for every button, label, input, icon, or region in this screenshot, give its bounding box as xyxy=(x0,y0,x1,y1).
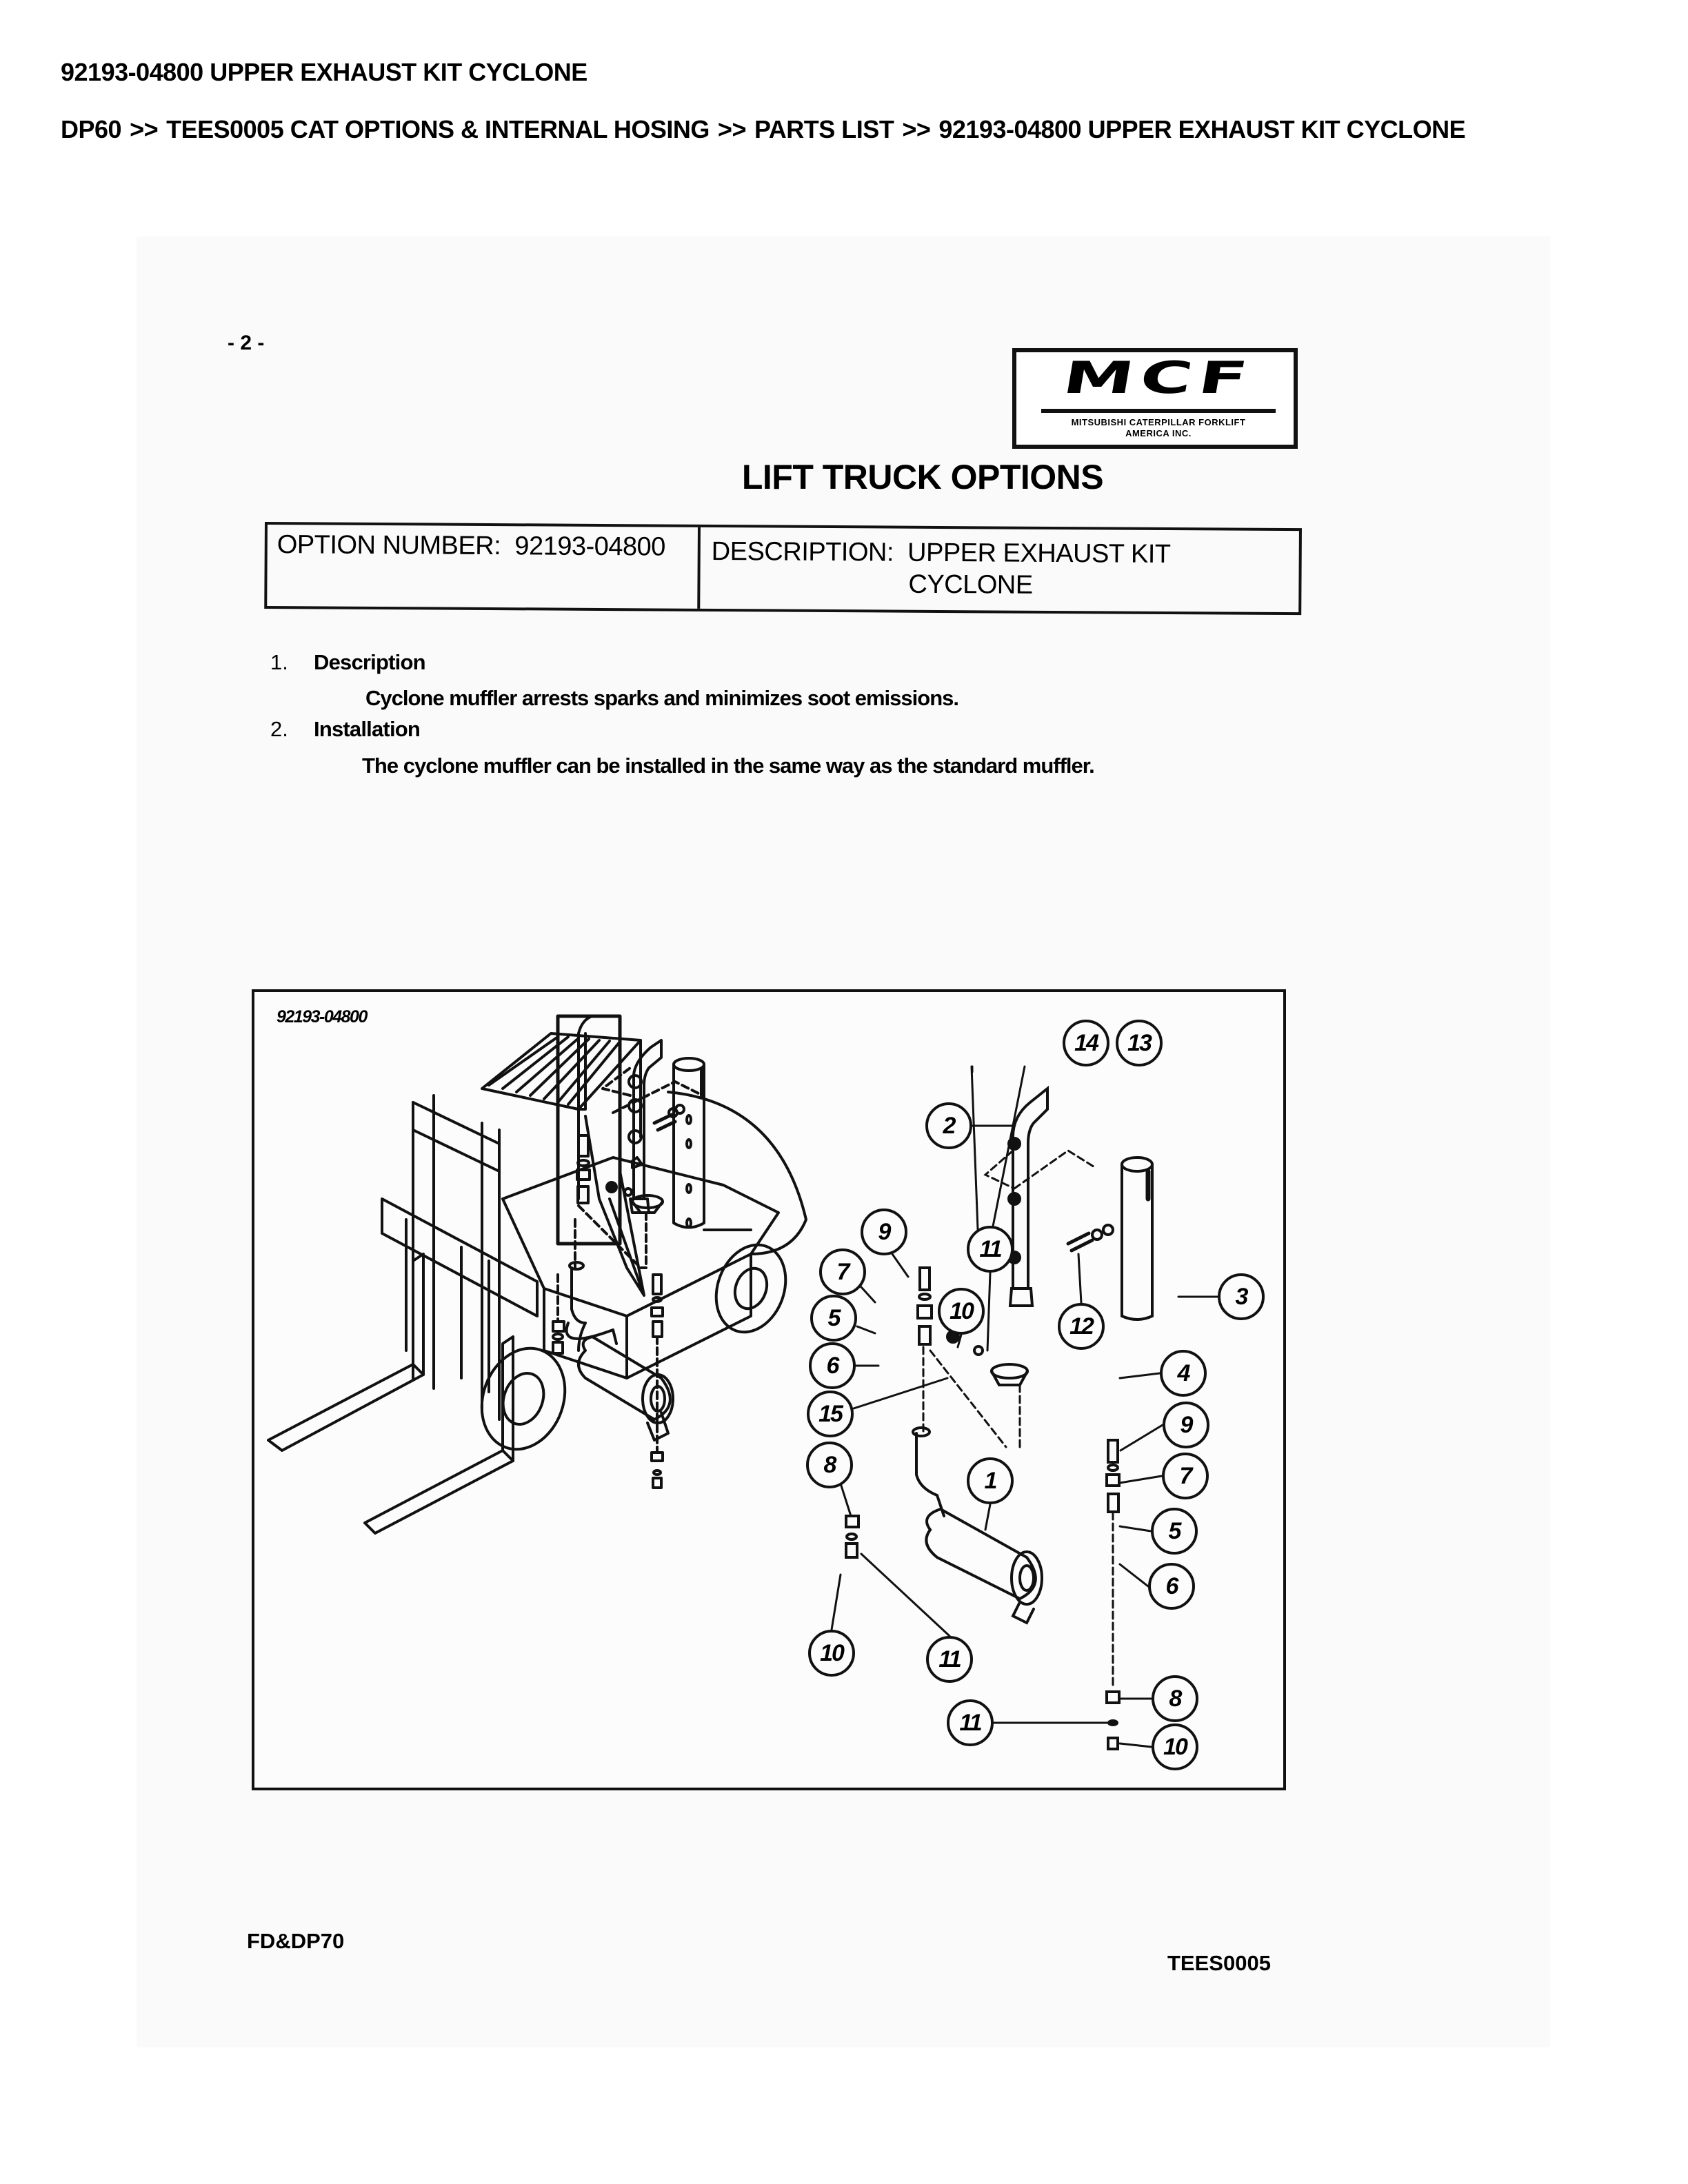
option-number-value: 92193-04800 xyxy=(514,532,666,562)
callout-3[interactable]: 3 xyxy=(1218,1273,1265,1320)
footer-model: FD&DP70 xyxy=(247,1929,345,1953)
callout-5[interactable]: 5 xyxy=(810,1295,857,1342)
logo-rule xyxy=(1041,409,1276,413)
section-number: 2. xyxy=(270,717,288,741)
callout-4[interactable]: 4 xyxy=(1160,1350,1207,1397)
page-title: 92193-04800 UPPER EXHAUST KIT CYCLONE xyxy=(61,58,587,86)
exploded-parts-detail xyxy=(845,1085,1154,1750)
cyclone-tube-part xyxy=(672,1057,752,1231)
description-value-line2: CYCLONE xyxy=(908,569,1033,600)
callout-9[interactable]: 9 xyxy=(1163,1402,1209,1448)
callout-6[interactable]: 6 xyxy=(1148,1563,1195,1610)
callout-6[interactable]: 6 xyxy=(809,1342,856,1389)
option-table: OPTION NUMBER: 92193-04800 DESCRIPTION: … xyxy=(264,522,1302,616)
breadcrumb: DP60>>TEES0005 CAT OPTIONS & INTERNAL HO… xyxy=(61,115,1466,144)
exploded-view-illustration xyxy=(267,1014,1219,1748)
callout-10[interactable]: 10 xyxy=(938,1288,985,1335)
description-cell: DESCRIPTION: UPPER EXHAUST KIT xyxy=(712,537,1171,569)
breadcrumb-item-current: 92193-04800 UPPER EXHAUST KIT CYCLONE xyxy=(938,115,1466,143)
description-value-line1: UPPER EXHAUST KIT xyxy=(907,538,1171,569)
page-number: - 2 - xyxy=(228,332,265,354)
callout-10[interactable]: 10 xyxy=(1152,1723,1198,1770)
section-body-installation: The cyclone muffler can be installed in … xyxy=(362,754,1095,778)
footer-document-code: TEES0005 xyxy=(1167,1951,1271,1975)
callout-11[interactable]: 11 xyxy=(967,1226,1014,1273)
callout-7[interactable]: 7 xyxy=(1162,1453,1209,1499)
breadcrumb-item-tees0005[interactable]: TEES0005 CAT OPTIONS & INTERNAL HOSING xyxy=(166,115,710,143)
scanned-document-page: - 2 - MCF MITSUBISHI CATERPILLAR FORKLIF… xyxy=(137,236,1550,2048)
callout-11[interactable]: 11 xyxy=(926,1636,973,1683)
callout-14[interactable]: 14 xyxy=(1063,1020,1109,1066)
breadcrumb-separator: >> xyxy=(902,115,931,143)
description-label: DESCRIPTION: xyxy=(711,536,894,567)
callout-7[interactable]: 7 xyxy=(819,1248,866,1295)
breadcrumb-separator: >> xyxy=(130,115,159,143)
document-heading: LIFT TRUCK OPTIONS xyxy=(741,458,1104,496)
callout-10[interactable]: 10 xyxy=(808,1630,855,1677)
mcf-logo: MCF MITSUBISHI CATERPILLAR FORKLIFT AMER… xyxy=(1012,348,1298,449)
section-body-description: Cyclone muffler arrests sparks and minim… xyxy=(365,686,959,710)
callout-11[interactable]: 11 xyxy=(947,1699,994,1746)
callout-15[interactable]: 15 xyxy=(807,1391,854,1437)
callout-12[interactable]: 12 xyxy=(1058,1303,1105,1350)
section-title-description: Description xyxy=(314,650,426,674)
logo-company-name: MITSUBISHI CATERPILLAR FORKLIFT AMERICA … xyxy=(1071,417,1246,438)
section-number: 1. xyxy=(270,650,288,674)
option-number-cell: OPTION NUMBER: 92193-04800 xyxy=(267,525,701,609)
callout-8[interactable]: 8 xyxy=(1152,1675,1198,1722)
parts-diagram: 92193-04800 xyxy=(252,989,1286,1790)
diagram-label: 92193-04800 xyxy=(277,1007,368,1027)
logo-mark: MCF xyxy=(1058,353,1258,404)
callout-leader-lines xyxy=(830,1065,1219,1748)
callout-8[interactable]: 8 xyxy=(806,1442,853,1488)
breadcrumb-separator: >> xyxy=(717,115,747,143)
section-title-installation: Installation xyxy=(314,717,421,741)
callout-1[interactable]: 1 xyxy=(967,1457,1014,1504)
breadcrumb-item-parts-list[interactable]: PARTS LIST xyxy=(754,115,894,143)
callout-13[interactable]: 13 xyxy=(1116,1020,1163,1066)
breadcrumb-item-dp60[interactable]: DP60 xyxy=(61,115,122,143)
callout-2[interactable]: 2 xyxy=(925,1102,972,1149)
option-number-label: OPTION NUMBER: xyxy=(277,530,501,561)
callout-5[interactable]: 5 xyxy=(1151,1508,1198,1555)
callout-9[interactable]: 9 xyxy=(861,1209,907,1255)
